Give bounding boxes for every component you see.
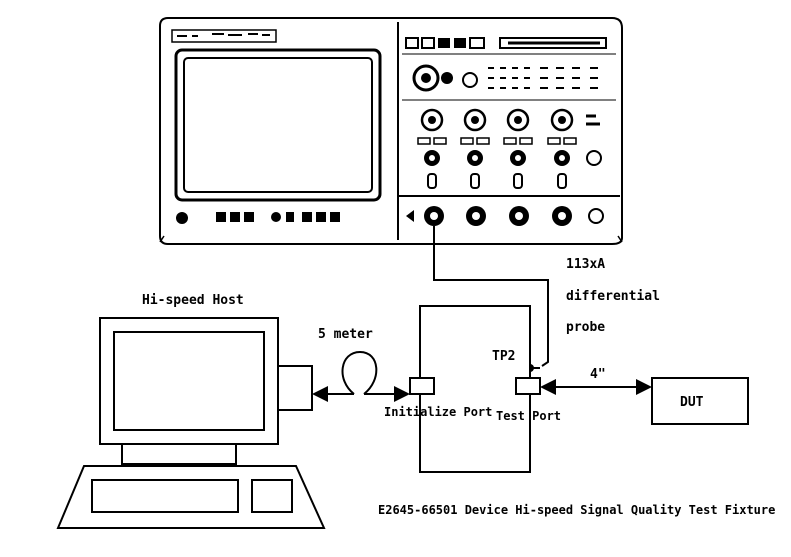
cable-length-label: 5 meter xyxy=(318,327,373,342)
probe-cable xyxy=(433,226,549,367)
host-label: Hi-speed Host xyxy=(142,293,244,308)
probe-label-line1: 113xA xyxy=(566,257,605,272)
test-port-label: Test Port xyxy=(496,409,561,423)
initialize-port-label: Initialize Port xyxy=(384,405,492,419)
distance-label: 4" xyxy=(590,367,606,382)
usb-cable xyxy=(312,350,410,402)
tp2-label: TP2 xyxy=(492,349,515,364)
probe-label-line2: differential xyxy=(566,289,660,304)
dut-box xyxy=(651,377,749,425)
oscilloscope-icon xyxy=(159,17,623,245)
initialize-port-connector xyxy=(409,377,435,395)
probe-label-line3: probe xyxy=(566,320,605,335)
test-port-connector xyxy=(515,377,541,395)
desktop-computer-icon xyxy=(56,317,326,529)
dut-label: DUT xyxy=(680,395,704,410)
fixture-caption: E2645-66501 Device Hi-speed Signal Quali… xyxy=(378,503,775,517)
test-fixture xyxy=(409,305,541,473)
